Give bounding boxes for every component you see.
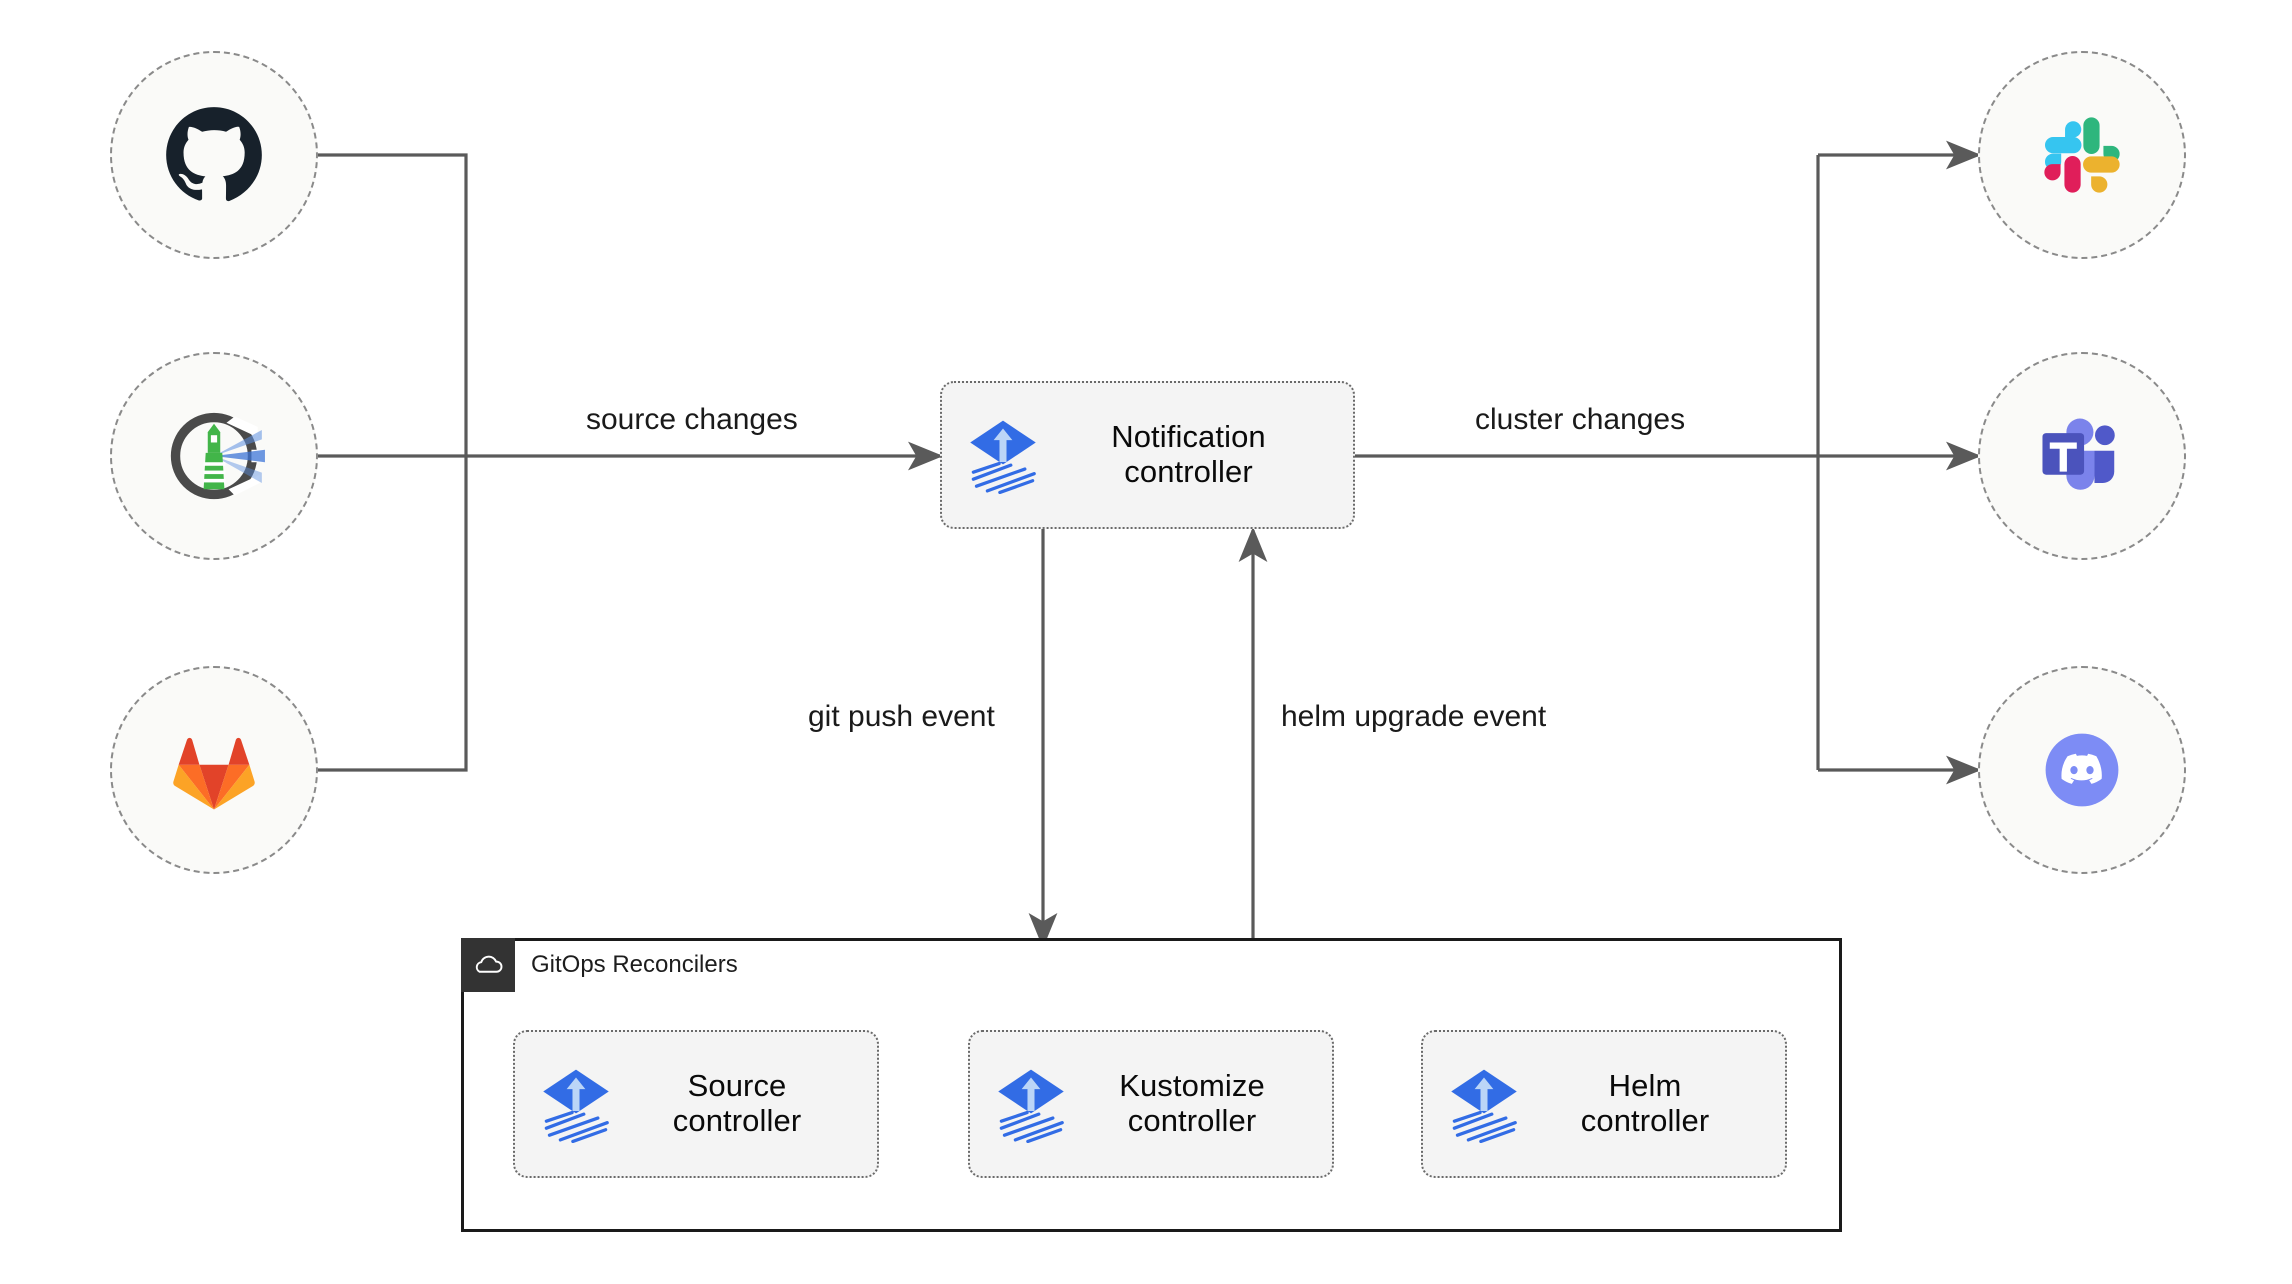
cloud-icon-tile [461, 938, 515, 992]
gitlab-icon [173, 737, 255, 810]
source-node-github[interactable] [110, 51, 318, 259]
microsoft-teams-icon [2042, 418, 2115, 490]
source-controller-box[interactable]: Source controller [513, 1030, 879, 1178]
wire-gitlab-to-bus [318, 456, 468, 772]
destination-node-teams[interactable] [1978, 352, 2186, 560]
kustomize-controller-label: Kustomize controller [1119, 1068, 1265, 1138]
edge-label-git-push-event: git push event [800, 699, 1003, 734]
kustomize-controller-box[interactable]: Kustomize controller [968, 1030, 1334, 1178]
slack-icon [2044, 117, 2120, 193]
cloud-icon [475, 955, 503, 973]
notification-controller-label: Notification controller [1111, 419, 1266, 489]
flux-icon [970, 420, 1036, 494]
gitops-reconcilers-header: GitOps Reconcilers [461, 938, 738, 992]
source-node-harbor[interactable] [110, 352, 318, 560]
source-controller-label: Source controller [672, 1068, 802, 1138]
helm-controller-label: Helm controller [1580, 1068, 1710, 1138]
helm-controller-box[interactable]: Helm controller [1421, 1030, 1787, 1178]
wire-github-to-bus [318, 153, 468, 456]
source-node-gitlab[interactable] [110, 666, 318, 874]
flux-icon [998, 1069, 1064, 1143]
github-icon [166, 107, 262, 202]
notification-controller-box[interactable]: Notification controller [940, 381, 1355, 529]
edge-label-helm-upgrade-event: helm upgrade event [1273, 699, 1555, 734]
flux-icon [543, 1069, 609, 1143]
flux-icon [1451, 1069, 1517, 1143]
gitops-reconcilers-title: GitOps Reconcilers [531, 951, 738, 978]
destination-node-slack[interactable] [1978, 51, 2186, 259]
harbor-icon [170, 412, 265, 500]
edge-label-source-changes: source changes [578, 402, 806, 437]
edge-label-cluster-changes: cluster changes [1467, 402, 1694, 437]
discord-icon [2045, 733, 2119, 807]
destination-node-discord[interactable] [1978, 666, 2186, 874]
